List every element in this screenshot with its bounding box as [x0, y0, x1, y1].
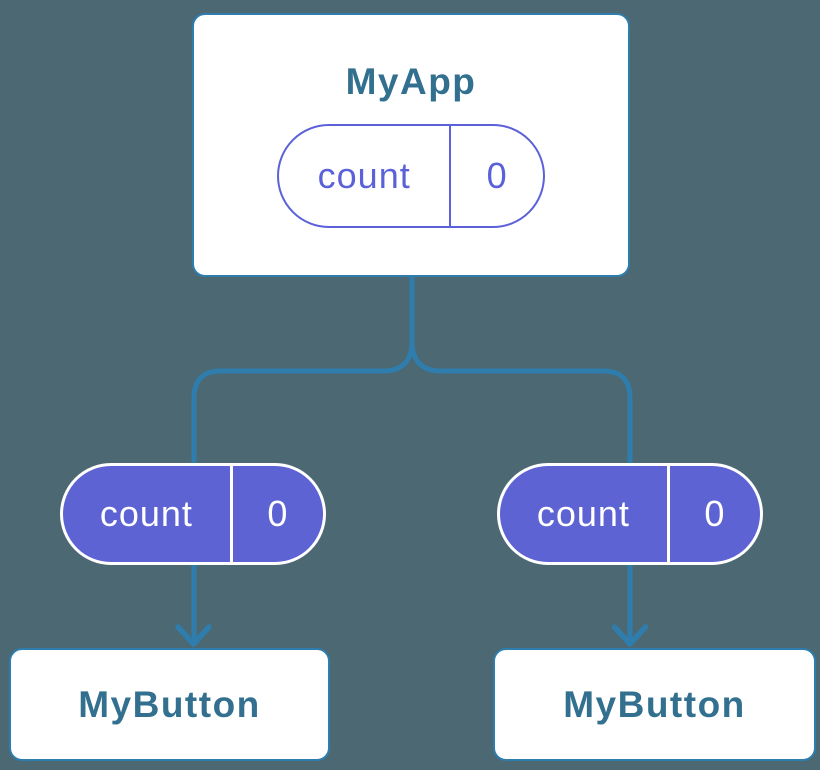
arrowhead-left-icon [175, 624, 212, 647]
node-label-mybutton-right: MyButton [563, 683, 746, 725]
state-pill-myapp: count 0 [277, 124, 545, 228]
state-name: count [279, 126, 452, 226]
state-value: 0 [267, 493, 289, 534]
state-value: 0 [704, 493, 726, 534]
arrowhead-right-icon [611, 624, 649, 647]
connector-root-to-left-child [191, 277, 415, 640]
node-label-mybutton-left: MyButton [78, 683, 261, 725]
node-card-myapp: MyApp count 0 [192, 13, 630, 277]
connector-root-to-right-child [409, 340, 633, 640]
node-label-myapp: MyApp [345, 61, 477, 102]
node-card-mybutton-right: MyButton [493, 648, 816, 761]
state-name: count [63, 466, 233, 562]
state-pill-left-child: count 0 [60, 463, 326, 565]
node-card-mybutton-left: MyButton [9, 648, 330, 761]
state-name: count [500, 466, 670, 562]
state-value: 0 [486, 155, 508, 196]
state-pill-right-child: count 0 [497, 463, 763, 565]
